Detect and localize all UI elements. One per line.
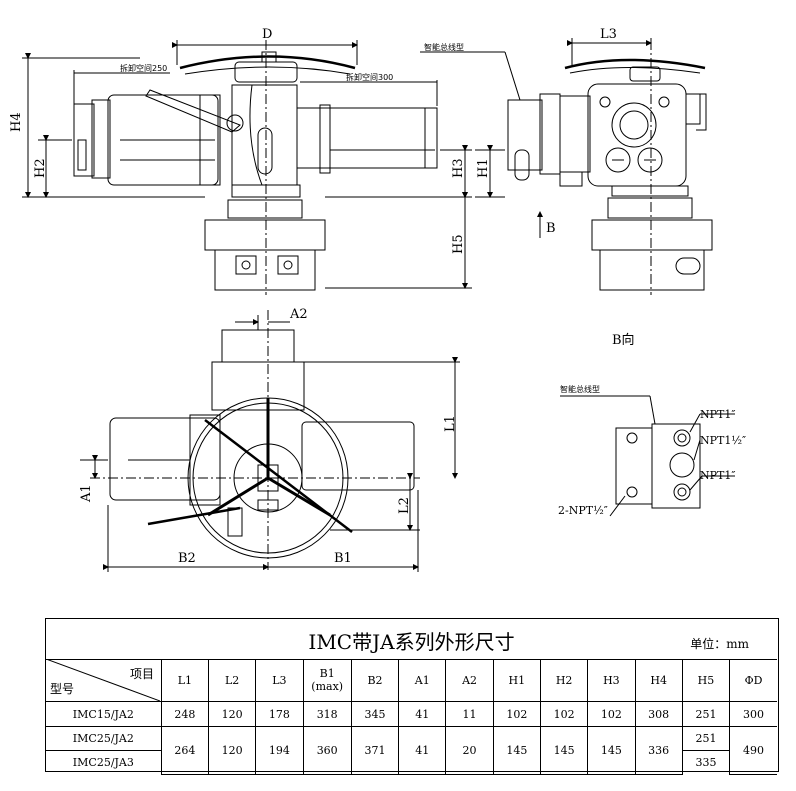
removal-space-300: 拆卸空间300 (346, 72, 393, 82)
cell-H5: 251 (681, 726, 731, 751)
dim-L2: L2 (397, 497, 412, 514)
header-L2: L2 (207, 659, 257, 702)
dim-H1: H1 (476, 158, 491, 178)
table-unit: 单位：mm (690, 637, 749, 651)
table-row: IMC25/JA2 264 120 194 360 371 41 20 145 … (46, 726, 777, 775)
header-A1: A1 (398, 659, 447, 702)
npt-1-bottom: NPT1″ (700, 469, 735, 482)
cell-H3: 102 (587, 701, 636, 727)
header-A2: A2 (445, 659, 494, 702)
cell-H1: 102 (492, 701, 541, 727)
dim-H4: H4 (9, 112, 24, 132)
cell-H2: 102 (539, 701, 589, 727)
cell-L2: 120 (207, 701, 257, 727)
dim-A1: A1 (79, 484, 94, 503)
cell-B2: 371 (350, 726, 400, 775)
corner-model: 型号 (50, 682, 75, 696)
header-H4: H4 (634, 659, 683, 702)
b-direction-detail (560, 395, 735, 517)
dimension-grid: 项目 型号 L1 L2 L3 B1(max) B2 A1 A2 H1 H2 H3… (46, 659, 777, 775)
dim-B1: B1 (334, 551, 352, 566)
bus-type-label-top: 智能总线型 (424, 42, 464, 52)
dim-B2: B2 (178, 551, 196, 566)
header-H1: H1 (492, 659, 541, 702)
npt-1-top: NPT1″ (700, 408, 735, 421)
cell-L3: 178 (255, 701, 304, 727)
header-L3: L3 (255, 659, 304, 702)
top-view (80, 310, 460, 572)
dim-H3: H3 (451, 158, 466, 178)
dim-B: B (546, 221, 556, 236)
cell-H5: 251 (681, 701, 731, 727)
header-H3: H3 (587, 659, 636, 702)
dim-L1: L1 (443, 415, 458, 432)
cell-A1: 41 (398, 726, 447, 775)
cell-A2: 20 (445, 726, 494, 775)
dim-A2: A2 (289, 307, 308, 322)
header-B1-max: (max) (311, 680, 344, 693)
npt-1-half: NPT1½″ (700, 434, 746, 447)
cell-B2: 345 (350, 701, 400, 727)
table-row: IMC25/JA3 335 (46, 750, 777, 774)
cell-L3: 194 (255, 726, 304, 775)
cell-L1: 248 (160, 701, 209, 727)
corner-item: 项目 (129, 667, 154, 681)
header-B1: B1(max) (302, 659, 352, 702)
table-row: IMC15/JA2 248 120 178 318 345 41 11 102 … (46, 701, 777, 727)
table-title-row: IMC带JA系列外形尺寸 单位：mm (46, 619, 777, 660)
removal-space-250: 拆卸空间250 (120, 63, 167, 73)
dim-D: D (262, 27, 272, 42)
table-header-row: 项目 型号 L1 L2 L3 B1(max) B2 A1 A2 H1 H2 H3… (46, 659, 777, 702)
table-title: IMC带JA系列外形尺寸 (308, 630, 515, 654)
model-cell: IMC25/JA2 (46, 726, 162, 751)
side-view (420, 38, 713, 295)
dim-H2: H2 (33, 158, 48, 178)
technical-drawing: D L3 H4 H2 H3 H1 H5 B 拆卸空间250 拆卸空间300 智能… (9, 27, 746, 572)
header-D: ΦD (729, 659, 777, 702)
model-cell: IMC15/JA2 (46, 701, 162, 727)
cell-L2: 120 (207, 726, 257, 775)
front-view (22, 40, 472, 295)
bus-type-label-detail: 智能总线型 (560, 384, 600, 394)
model-cell: IMC25/JA3 (46, 750, 162, 774)
npt-2-half: 2-NPT½″ (558, 504, 608, 517)
dimension-table: IMC带JA系列外形尺寸 单位：mm 项目 型号 L1 L2 L3 B1(max… (45, 618, 779, 775)
cell-H1: 145 (492, 726, 541, 775)
cell-H4: 308 (634, 701, 683, 727)
cell-H5: 335 (681, 750, 730, 774)
corner-cell: 项目 型号 (46, 659, 162, 702)
header-B2: B2 (350, 659, 400, 702)
dim-H5: H5 (451, 234, 466, 254)
cell-A2: 11 (445, 701, 494, 727)
header-L1: L1 (160, 659, 209, 702)
view-b-label: B向 (612, 332, 635, 348)
cell-B1: 360 (302, 726, 352, 775)
cell-H4: 336 (634, 726, 683, 775)
header-H2: H2 (539, 659, 589, 702)
header-B1-label: B1 (319, 667, 335, 680)
cell-D: 490 (729, 726, 777, 775)
cell-B1: 318 (302, 701, 352, 727)
cell-D: 300 (729, 701, 777, 727)
dim-L3: L3 (600, 27, 617, 42)
cell-L1: 264 (160, 726, 209, 775)
cell-H3: 145 (587, 726, 636, 775)
cell-H2: 145 (539, 726, 589, 775)
header-H5: H5 (681, 659, 731, 702)
cell-A1: 41 (398, 701, 447, 727)
